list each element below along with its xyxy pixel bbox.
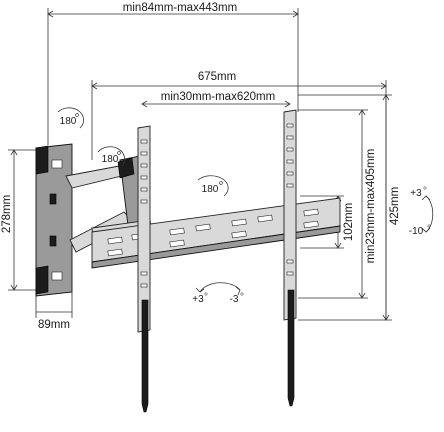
dim-depth-label: 89mm (38, 319, 70, 331)
dim-vertical-range: min23mm-max405mm (298, 109, 377, 299)
swivel-180-outer-label: 180 (60, 116, 77, 127)
dim-left-height-label: 278mm (1, 195, 13, 233)
tilt-plus-label: +3 (410, 188, 422, 199)
dim-top-width: min84mm-max443mm (47, 2, 299, 145)
dim-bracket-height-label: 102mm (343, 203, 355, 241)
dim-top-width-label: min84mm-max443mm (123, 2, 237, 14)
rotate-plus-label: +3 (192, 294, 204, 305)
dim-vertical-range-label: min23mm-max405mm (365, 149, 377, 263)
horizontal-bracket (91, 197, 341, 269)
swivel-180-mid: 180 (97, 146, 126, 167)
tv-rail-right (283, 109, 297, 407)
rotate-minus-label: -3 (230, 294, 239, 305)
dim-depth: 89mm (35, 292, 73, 331)
dim-vesa-width-label: 675mm (198, 71, 236, 83)
swivel-180-outer: 180 (57, 107, 84, 129)
dim-arm-span: min30mm-max620mm (141, 91, 291, 108)
tilt-minus-label: -10 (409, 226, 424, 237)
rotation-indicator: +3 -3 (192, 282, 244, 305)
swivel-180-inner-label: 180 (202, 184, 219, 195)
dim-vesa-height-label: 425mm (389, 187, 401, 225)
wall-plate (35, 143, 73, 297)
dim-arm-span-label: min30mm-max620mm (161, 91, 275, 103)
dim-left-height: 278mm (1, 149, 40, 291)
tv-rail-left (137, 125, 151, 413)
swivel-180-inner: 180 (197, 175, 229, 197)
dim-vesa-height: 425mm (298, 94, 401, 321)
tilt-indicator: +3 -10 (409, 186, 434, 237)
swivel-180-mid-label: 180 (102, 154, 119, 165)
